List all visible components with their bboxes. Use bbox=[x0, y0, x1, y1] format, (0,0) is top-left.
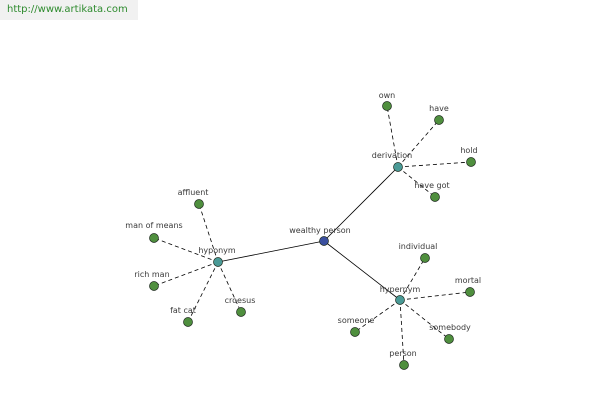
word-node-fat-cat[interactable] bbox=[183, 317, 193, 327]
word-label-own: own bbox=[379, 91, 396, 100]
word-label-somebody: somebody bbox=[429, 323, 471, 332]
word-node-rich-man[interactable] bbox=[149, 281, 159, 291]
word-node-mortal[interactable] bbox=[465, 287, 475, 297]
site-url-link[interactable]: http://www.artikata.com bbox=[0, 0, 138, 20]
edge-hypernym-individual bbox=[399, 257, 426, 301]
edge-derivation-own bbox=[386, 105, 399, 168]
word-node-have-got[interactable] bbox=[430, 192, 440, 202]
edge-hyponym-croesus bbox=[217, 261, 242, 313]
word-label-person: person bbox=[389, 349, 416, 358]
word-label-hold: hold bbox=[460, 146, 477, 155]
word-label-croesus: croesus bbox=[225, 296, 256, 305]
edge-hyponym-rich-man bbox=[153, 261, 219, 287]
word-label-man-of-means: man of means bbox=[125, 221, 182, 230]
edge-hypernym-mortal bbox=[399, 291, 471, 301]
graph-edges bbox=[153, 105, 472, 366]
relation-node-derivation[interactable] bbox=[393, 162, 403, 172]
word-label-individual: individual bbox=[399, 242, 438, 251]
word-node-somebody[interactable] bbox=[444, 334, 454, 344]
edge-hyponym-man-of-means bbox=[153, 237, 219, 263]
graph-nodes bbox=[149, 101, 476, 370]
word-label-someone: someone bbox=[338, 316, 375, 325]
edge-derivation-have bbox=[397, 119, 440, 168]
edge-center-hypernym bbox=[323, 240, 401, 301]
edge-derivation-have-got bbox=[397, 166, 436, 198]
edge-hypernym-person bbox=[399, 299, 405, 366]
relation-label-hyponym: hyponym bbox=[198, 246, 236, 255]
word-node-affluent[interactable] bbox=[194, 199, 204, 209]
relation-label-derivation: derivation bbox=[372, 151, 412, 160]
word-node-individual[interactable] bbox=[420, 253, 430, 263]
word-node-someone[interactable] bbox=[350, 327, 360, 337]
word-node-have[interactable] bbox=[434, 115, 444, 125]
relation-node-hyponym[interactable] bbox=[213, 257, 223, 267]
word-node-man-of-means[interactable] bbox=[149, 233, 159, 243]
edge-center-hyponym bbox=[217, 240, 325, 263]
word-node-hold[interactable] bbox=[466, 157, 476, 167]
edge-derivation-hold bbox=[397, 161, 472, 168]
edge-hypernym-somebody bbox=[399, 299, 450, 340]
center-node-label: wealthy person bbox=[289, 226, 351, 235]
word-label-have-got: have got bbox=[414, 181, 449, 190]
edge-hypernym-someone bbox=[354, 299, 401, 333]
center-node[interactable] bbox=[319, 236, 329, 246]
word-node-person[interactable] bbox=[399, 360, 409, 370]
graph-labels: wealthy person derivation own have hold have … bbox=[125, 91, 481, 358]
edge-hyponym-affluent bbox=[198, 203, 219, 263]
edge-center-derivation bbox=[323, 166, 399, 242]
word-label-mortal: mortal bbox=[455, 276, 481, 285]
word-node-own[interactable] bbox=[382, 101, 392, 111]
word-label-rich-man: rich man bbox=[134, 270, 169, 279]
word-label-affluent: affluent bbox=[178, 188, 209, 197]
relation-label-hypernym: hypernym bbox=[380, 285, 421, 294]
word-node-croesus[interactable] bbox=[236, 307, 246, 317]
relation-node-hypernym[interactable] bbox=[395, 295, 405, 305]
word-label-have: have bbox=[429, 104, 449, 113]
word-label-fat-cat: fat cat bbox=[170, 306, 196, 315]
